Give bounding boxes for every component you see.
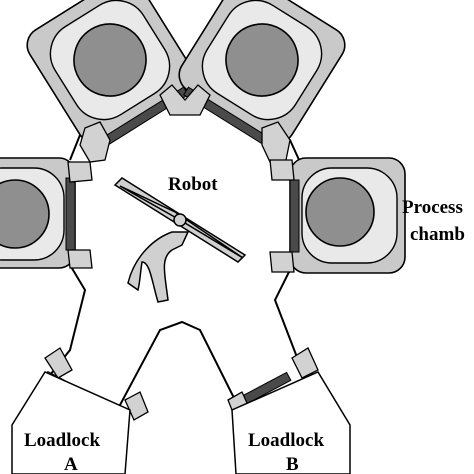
loadlock-b-label-line1: Loadlock [248,430,324,451]
loadlock-a [11,371,131,474]
loadlock-a-label-line2: A [64,454,78,474]
robot-arm [113,177,247,303]
loadlock-a-label-line1: Loadlock [24,430,100,451]
loadlock-b-label-line2: B [286,454,299,474]
top-connector [159,84,211,116]
chamber-top-left [26,0,194,163]
loadlock-b [231,371,351,474]
chamber-right [269,157,406,274]
process-chamber-label-line1: Process [402,197,463,218]
chamber-top-right [178,0,346,163]
chamber-left [0,157,93,269]
process-chamber-label-line2: chamb [410,224,465,245]
robot-label: Robot [168,174,218,195]
